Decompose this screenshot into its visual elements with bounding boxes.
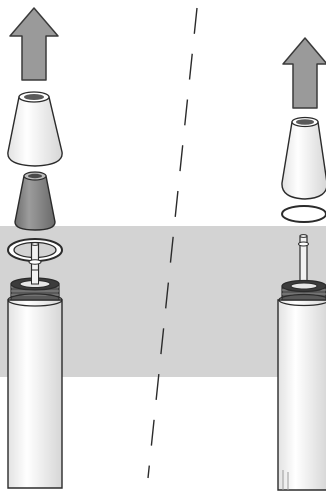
body-tube <box>8 270 62 488</box>
spindle <box>299 235 309 286</box>
body-tube <box>278 281 326 491</box>
up-arrow-icon <box>283 38 326 108</box>
left-assembly <box>8 8 62 488</box>
inner-cone <box>15 172 55 230</box>
o-ring <box>282 206 326 222</box>
up-arrow-icon <box>10 8 58 80</box>
outer-cap <box>8 92 62 166</box>
outer-cap <box>282 118 326 200</box>
